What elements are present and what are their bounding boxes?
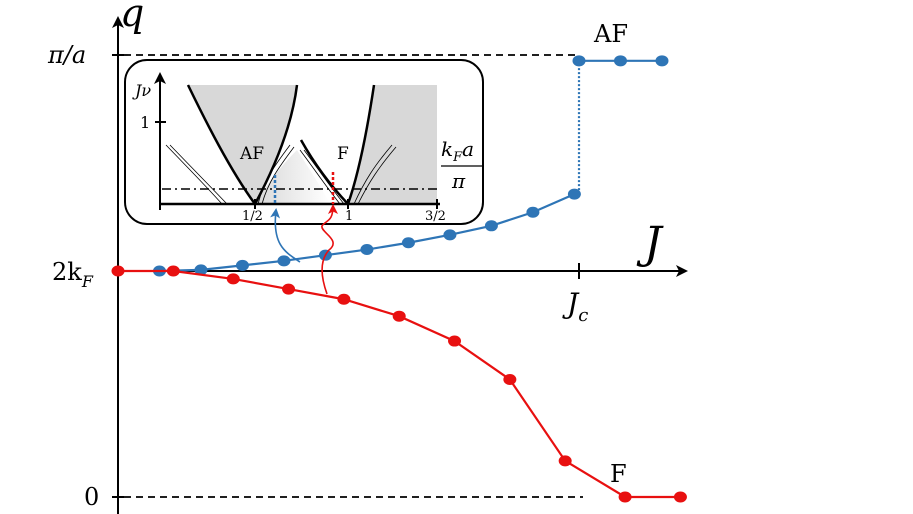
series-red-point-6 bbox=[448, 335, 462, 347]
y-tick-label-zero: 0 bbox=[84, 483, 99, 511]
inset-region-f: F bbox=[337, 144, 349, 164]
series-blue-point-1 bbox=[194, 264, 208, 276]
inset-y-label: Jν bbox=[132, 81, 151, 100]
inset-y-tick-label: 1 bbox=[140, 113, 150, 132]
inset-curve-1 bbox=[186, 84, 257, 205]
inset-x-tick-label-half: 1/2 bbox=[242, 209, 263, 224]
series-blue-point-3 bbox=[277, 255, 291, 267]
y-tick-label-pi-a: π/a bbox=[47, 41, 86, 69]
x-tick-label-jc: Jc bbox=[562, 287, 588, 326]
inset-thin-curve-8 bbox=[357, 146, 397, 205]
inset-x-label-bottom: π bbox=[451, 169, 466, 193]
series-red-point-7 bbox=[503, 373, 517, 385]
series-blue-point-8 bbox=[484, 220, 498, 232]
inset-region-af: AF bbox=[239, 144, 264, 164]
series-blue-point-2 bbox=[235, 259, 249, 271]
blue-pointer-curve bbox=[270, 208, 301, 263]
inset-thin-curve-7 bbox=[353, 144, 393, 205]
series-blue-point-9 bbox=[526, 206, 540, 218]
series-red-point-2 bbox=[226, 273, 240, 285]
inset-curve-4 bbox=[346, 84, 376, 205]
inset-thin-curve-5 bbox=[299, 149, 341, 205]
x-axis-label: J bbox=[636, 218, 664, 269]
series-red-point-1 bbox=[166, 265, 180, 277]
y-tick-label-2kf: 2kF bbox=[52, 258, 94, 291]
series-red-line bbox=[118, 269, 681, 499]
inset-x-tick-label-one: 1 bbox=[345, 209, 353, 224]
inset-thin-curve-1 bbox=[165, 144, 223, 205]
series-blue bbox=[152, 55, 669, 277]
region-label-f: F bbox=[610, 460, 627, 488]
inset-curve-3 bbox=[299, 139, 349, 205]
series-red-point-0 bbox=[111, 265, 125, 277]
inset-thin-curve-3 bbox=[257, 144, 291, 205]
inset-thin-curve-4 bbox=[261, 146, 295, 205]
series-red-point-3 bbox=[282, 283, 296, 295]
red-pointer-curve bbox=[321, 204, 338, 295]
series-blue-point-5 bbox=[360, 244, 374, 256]
y-axis-label: q bbox=[120, 0, 144, 35]
series-red-point-10 bbox=[673, 491, 687, 503]
series-red-point-5 bbox=[392, 310, 406, 322]
series-blue-point-6 bbox=[401, 237, 415, 249]
inset-thin-curve-2 bbox=[169, 144, 228, 205]
inset-thin-curve-6 bbox=[303, 149, 345, 205]
series-blue-point-11 bbox=[572, 55, 586, 67]
inset-panel: Jν 1 AF F kFa π 1/2 1 3/2 bbox=[124, 59, 484, 225]
series-blue-point-7 bbox=[443, 229, 457, 241]
series-red-point-4 bbox=[337, 293, 351, 305]
inset-x-label-top: kFa bbox=[441, 137, 474, 165]
series-blue-point-10 bbox=[567, 188, 581, 200]
inset-x-tick-label-three-half: 3/2 bbox=[425, 209, 446, 224]
series-red-point-9 bbox=[618, 491, 632, 503]
series-blue-point-12 bbox=[613, 55, 627, 67]
series-red bbox=[111, 265, 687, 503]
region-label-af: AF bbox=[593, 20, 628, 48]
series-red-point-8 bbox=[558, 455, 572, 467]
series-blue-point-13 bbox=[655, 55, 669, 67]
